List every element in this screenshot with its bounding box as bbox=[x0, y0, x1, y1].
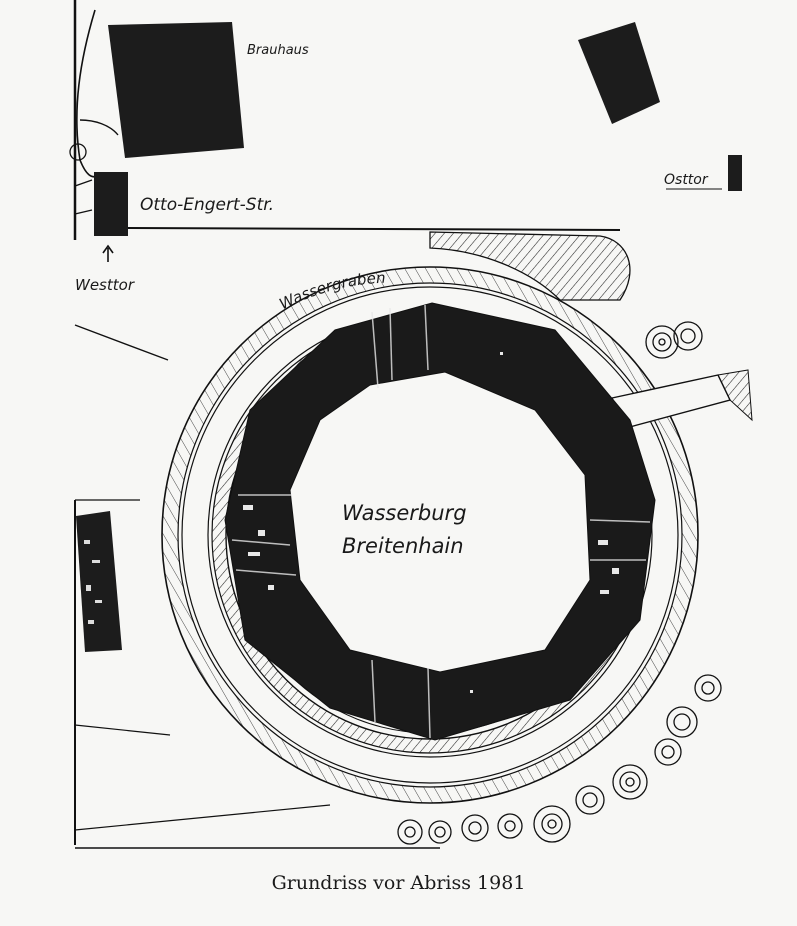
castle-ring bbox=[224, 302, 656, 741]
ring-texture bbox=[231, 304, 651, 739]
westtor-arrow-icon bbox=[102, 244, 114, 262]
west-building-speckle bbox=[84, 540, 102, 624]
west-building bbox=[76, 511, 122, 652]
tree-symbol bbox=[69, 143, 87, 161]
castle-name-line1: Wasserburg bbox=[342, 501, 467, 525]
floor-plan-map: Brauhaus Osttor Westtor Otto-Engert-Str.… bbox=[69, 0, 753, 849]
brauhaus-label: Brauhaus bbox=[247, 43, 309, 58]
westtor-label: Westtor bbox=[75, 276, 135, 294]
lot-line-south bbox=[74, 804, 331, 831]
road-curve-left bbox=[76, 9, 101, 178]
castle-name-line2: Breitenhain bbox=[342, 534, 464, 558]
osttor-gate bbox=[728, 155, 742, 191]
tree-symbols bbox=[397, 321, 722, 845]
brauhaus-building bbox=[108, 22, 244, 158]
westtor-arrow-upper bbox=[74, 179, 93, 187]
westtor-gate bbox=[94, 172, 128, 236]
bridge-abutment bbox=[717, 369, 753, 422]
osttor-label: Osttor bbox=[664, 172, 709, 188]
street-label: Otto-Engert-Str. bbox=[140, 195, 274, 215]
street-line bbox=[127, 227, 621, 231]
map-caption: Grundriss vor Abriss 1981 bbox=[271, 872, 526, 894]
northeast-building bbox=[578, 22, 660, 124]
ring-speckle bbox=[243, 352, 619, 693]
road-curve-inner bbox=[79, 119, 119, 136]
lot-line-west-3 bbox=[74, 724, 171, 736]
westtor-arrow-lower bbox=[74, 209, 93, 215]
lot-line-west-1 bbox=[74, 324, 169, 361]
